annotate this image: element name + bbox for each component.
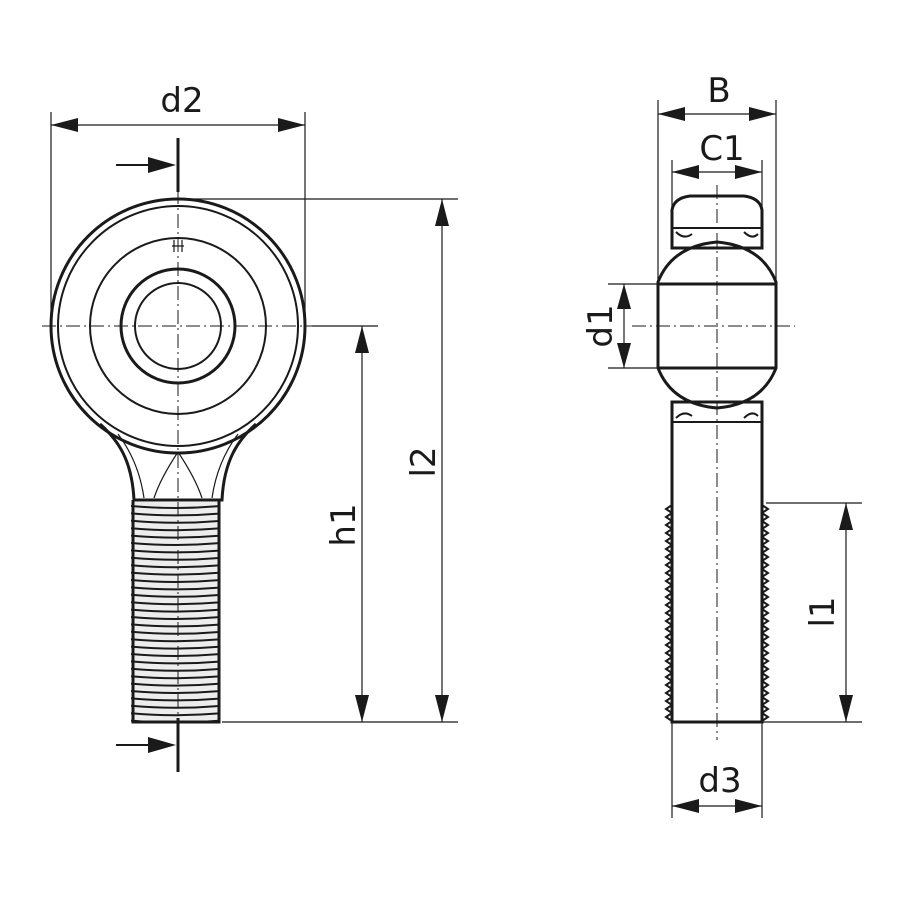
dimension-d2: d2 (50, 81, 306, 320)
thread-crest (131, 549, 219, 554)
thread-crest (131, 519, 219, 524)
thread-crest (131, 704, 219, 709)
section-mark-top-arrowhead (148, 157, 176, 173)
thread-crest (131, 675, 219, 680)
label-h1: h1 (324, 503, 364, 546)
dimension-C1: C1 (671, 129, 763, 210)
thread-crest (131, 653, 219, 657)
thread-crest (131, 512, 219, 517)
thread-crest (131, 527, 219, 532)
thread-crest (131, 667, 219, 672)
dimension-d1: d1 (581, 283, 658, 369)
thread-crest (131, 593, 219, 598)
label-B: B (707, 71, 730, 111)
thread-teeth-left (664, 504, 674, 722)
thread-crest (131, 579, 219, 583)
front-view: d2 l2 h1 (42, 81, 458, 772)
side-view: B C1 d1 l1 (581, 71, 862, 818)
race-groove-lower (675, 412, 759, 419)
dimension-l2: l2 (184, 198, 458, 723)
label-C1: C1 (699, 129, 744, 169)
label-d3: d3 (698, 761, 741, 801)
thread-crest (131, 616, 219, 620)
neck-fillet-right (177, 433, 239, 499)
thread-crest (131, 534, 219, 539)
thread-crest (131, 682, 219, 687)
dimension-h1: h1 (312, 325, 378, 722)
label-l1: l1 (803, 596, 843, 627)
thread-crest (131, 712, 219, 717)
neck-fillet-left (117, 433, 179, 499)
dimension-d3: d3 (671, 722, 763, 818)
thread-crest (131, 623, 219, 628)
thread-crest (131, 564, 219, 569)
thread-outline (131, 500, 221, 724)
thread-teeth-right (760, 504, 770, 722)
thread-crest (131, 645, 219, 650)
thread-crest (131, 608, 219, 613)
label-d1: d1 (581, 304, 621, 347)
thread-crest (131, 630, 219, 635)
thread-crest (131, 556, 219, 561)
thread-front (131, 502, 219, 722)
thread-crest (131, 601, 219, 606)
housing-lower-shank (670, 400, 764, 724)
eye-rim-circle (57, 205, 299, 447)
thread-crest (131, 638, 219, 643)
label-l2: l2 (404, 446, 444, 477)
section-mark-bottom-arrowhead (148, 737, 176, 753)
thread-crest (131, 660, 219, 665)
thread-crest (131, 586, 219, 591)
dimension-B: B (657, 71, 777, 282)
thread-crest (131, 697, 219, 702)
thread-crest (131, 690, 219, 694)
thread-crest (131, 571, 219, 576)
thread-side (664, 504, 770, 722)
dimension-l1: l1 (762, 502, 862, 723)
thread-crest (131, 542, 219, 546)
housing-upper (670, 194, 764, 250)
label-d2: d2 (160, 81, 203, 121)
race-groove-upper (675, 231, 759, 238)
thread-crest (131, 505, 219, 509)
